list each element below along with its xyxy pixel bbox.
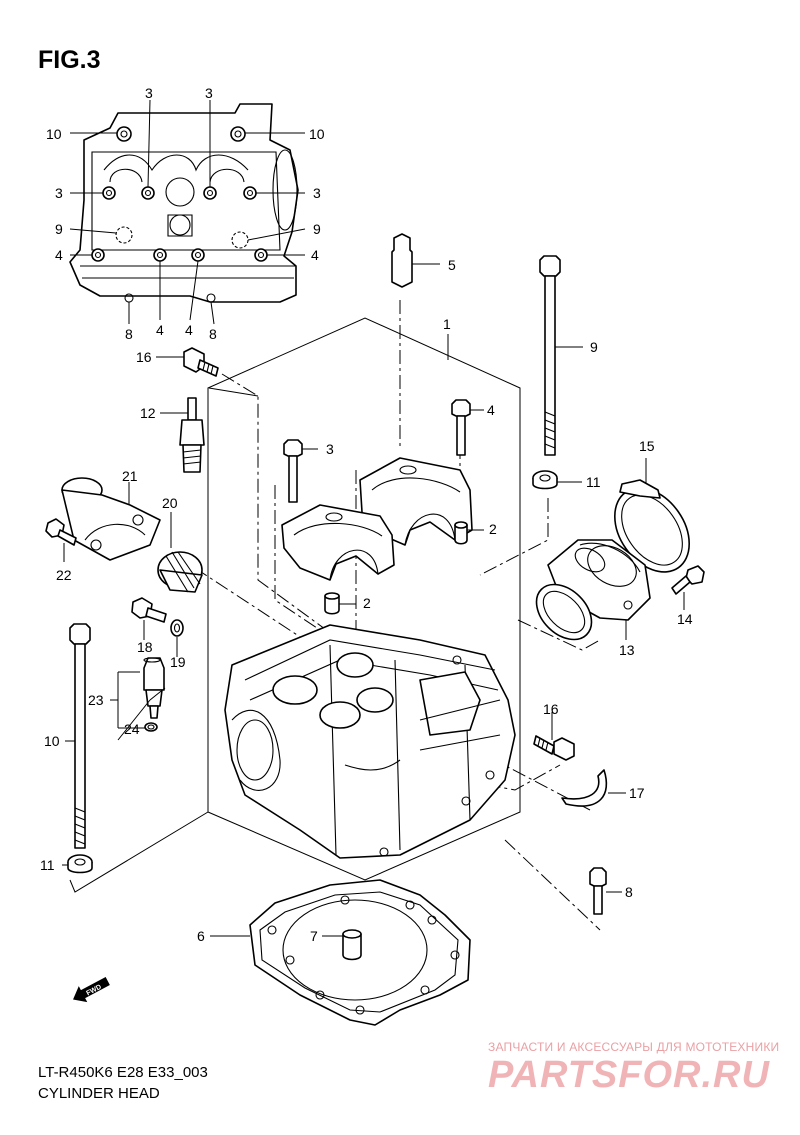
callout-13: 13: [619, 642, 635, 658]
part-12-spark-plug: [160, 397, 205, 473]
part-7-dowel: [322, 929, 362, 961]
callout-2: 2: [363, 595, 371, 611]
cylinder-head-top-view: [69, 99, 306, 325]
diagram-code: LT-R450K6 E28 E33_003: [38, 1064, 208, 1081]
part-13-intake-pipe: [535, 539, 651, 641]
callout-4: 4: [156, 322, 164, 338]
callout-23: 23: [88, 692, 104, 708]
callout-10: 10: [46, 126, 62, 142]
part-14-bolt: [671, 565, 705, 610]
callout-3: 3: [313, 185, 321, 201]
callout-5: 5: [448, 257, 456, 273]
part-9-stud: [539, 255, 583, 456]
part-15-hose-clamp: [614, 458, 690, 573]
fwd-arrow-icon: FWD: [73, 977, 110, 1003]
callout-24: 24: [124, 721, 140, 737]
top-view-callouts: 3 3 10 10 3 3 9 9 4 4 8 4 4 8: [46, 85, 325, 342]
callout-9: 9: [590, 339, 598, 355]
watermark-tagline: ЗАПЧАСТИ И АКСЕССУАРЫ ДЛЯ МОТОТЕХНИКИ: [488, 1040, 780, 1054]
part-2-dowel: [324, 521, 484, 615]
callout-2: 2: [489, 521, 497, 537]
cylinder-head: [224, 624, 516, 859]
part-3-bolt: [283, 439, 318, 503]
part-4-bolt: [451, 399, 484, 456]
part-10-stud: [65, 623, 91, 849]
callout-14: 14: [677, 611, 693, 627]
top-bolt-markers: [91, 126, 268, 303]
part-11-washer-lower: [62, 687, 209, 893]
part-16-flange-bolt: [156, 347, 219, 377]
callout-10: 10: [309, 126, 325, 142]
callout-16: 16: [136, 349, 152, 365]
part-16-flange-bolt-lower: [533, 712, 575, 761]
callout-3: 3: [55, 185, 63, 201]
callout-9: 9: [55, 221, 63, 237]
part-17-clip: [561, 769, 626, 807]
callout-7: 7: [310, 928, 318, 944]
part-6-head-gasket: [210, 879, 471, 1026]
part-20-thermostat: [157, 512, 203, 593]
callout-21: 21: [122, 468, 138, 484]
part-5-tappet: [391, 233, 440, 288]
callout-4: 4: [311, 247, 319, 263]
callout-11: 11: [40, 857, 55, 873]
figure-title: FIG.3: [38, 46, 101, 74]
callout-1: 1: [443, 316, 451, 332]
callout-18: 18: [137, 639, 153, 655]
part-21-water-outlet: [61, 477, 161, 561]
callout-3: 3: [326, 441, 334, 457]
callout-17: 17: [629, 785, 645, 801]
callout-10: 10: [44, 733, 60, 749]
part-19-gasket: [170, 619, 184, 657]
callout-8: 8: [625, 884, 633, 900]
callout-22: 22: [56, 567, 72, 583]
part-11-washer: [532, 470, 582, 490]
callout-3: 3: [145, 85, 153, 101]
part-18-bolt: [131, 597, 167, 640]
part-22-bolt: [45, 518, 77, 562]
callout-6: 6: [197, 928, 205, 944]
callout-4: 4: [185, 322, 193, 338]
callout-4: 4: [487, 402, 495, 418]
fwd-label: FWD: [85, 984, 102, 998]
alignment-lines: [194, 300, 601, 931]
part-23-temp-sensor: [110, 657, 165, 729]
callout-9: 9: [313, 221, 321, 237]
watermark-logo: PARTSFOR.RU: [488, 1054, 770, 1096]
callout-4: 4: [55, 247, 63, 263]
callout-20: 20: [162, 495, 178, 511]
main-callouts: 1 5 9 16 12 4 3 15 11 21 20 2 2 22 14 13…: [40, 257, 693, 944]
callout-15: 15: [639, 438, 655, 454]
callout-16: 16: [543, 701, 559, 717]
camshaft-caps: [281, 457, 473, 581]
part-24-o-ring: [144, 722, 158, 732]
part-8-bolt: [589, 867, 622, 915]
callout-8: 8: [125, 326, 133, 342]
callout-19: 19: [170, 654, 186, 670]
callout-8: 8: [209, 326, 217, 342]
callout-11: 11: [586, 474, 601, 490]
callout-3: 3: [205, 85, 213, 101]
callout-12: 12: [140, 405, 156, 421]
diagram-caption: CYLINDER HEAD: [38, 1085, 160, 1102]
